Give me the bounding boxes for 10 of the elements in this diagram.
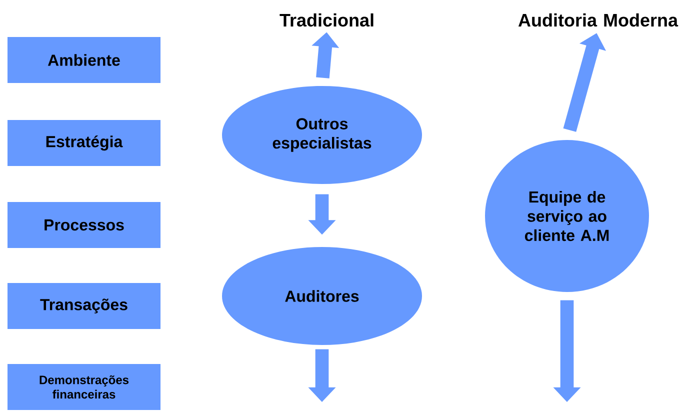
label-box: Demonstrações financeiras <box>8 364 160 410</box>
label-box: Transações <box>8 283 160 329</box>
label-box: Processos <box>8 202 160 248</box>
column-title: Tradicional <box>280 13 374 27</box>
label-box: Estratégia <box>8 120 160 166</box>
column-title: Auditoria Moderna <box>518 13 678 27</box>
label-box: Ambiente <box>8 37 160 83</box>
ellipse-node: Outros especialistas <box>222 86 422 184</box>
ellipse-node: Auditores <box>222 247 422 345</box>
ellipse-node: Equipe de serviço ao cliente A.M <box>485 140 649 292</box>
